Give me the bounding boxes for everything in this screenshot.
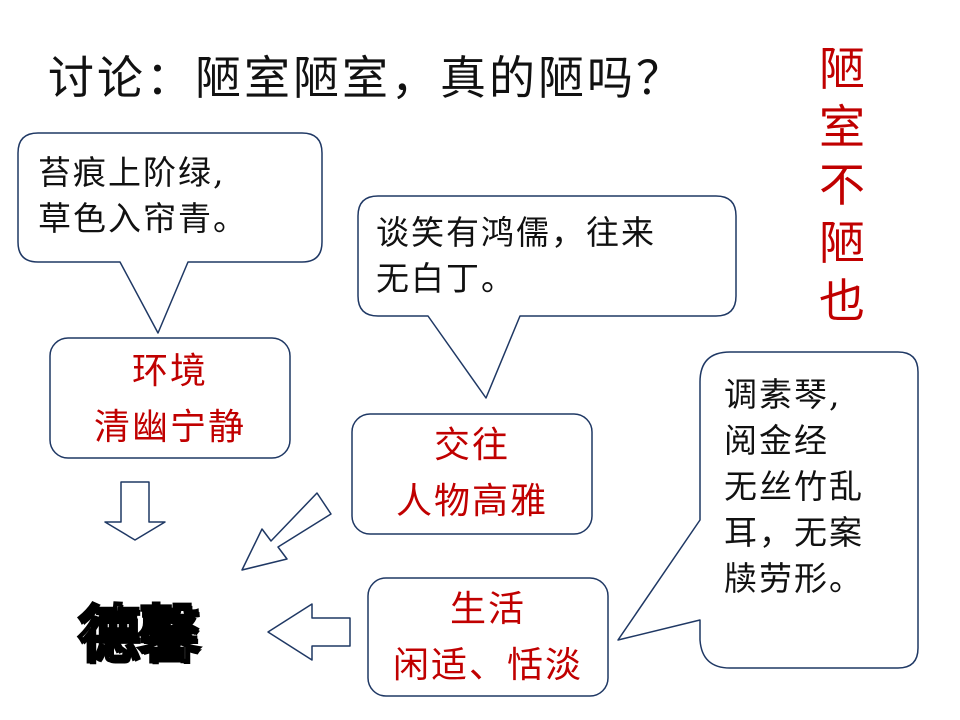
verdict-vertical-text: 陋 室 不 陋 也 <box>812 40 872 330</box>
quote-line: 苔痕上阶绿, <box>38 153 226 192</box>
arrow-diagonal-from-social <box>241 492 332 571</box>
verdict-char: 不 <box>819 158 865 212</box>
quote-line: 调素琴, <box>724 375 842 414</box>
arrow-down-from-environment <box>104 481 166 541</box>
quote-line: 无丝竹乱 <box>724 467 864 506</box>
quote-line: 耳，无案 <box>724 513 864 552</box>
box-heading: 环境 <box>131 351 208 392</box>
quote-line: 阅金经 <box>724 421 829 460</box>
box-detail: 闲适、恬淡 <box>392 645 583 686</box>
box-life: 生活 闲适、恬淡 <box>368 582 608 694</box>
result-virtue-text: 德馨 <box>77 597 202 673</box>
box-life-frame <box>367 577 609 697</box>
verdict-char: 也 <box>819 274 865 328</box>
box-heading: 交往 <box>433 425 510 466</box>
page-title: 讨论：陋室陋室，真的陋吗？ <box>48 51 685 105</box>
box-social: 交往 人物高雅 <box>352 418 592 530</box>
quote-line: 无白丁。 <box>376 259 516 298</box>
quote-line: 谈笑有鸿儒，往来 <box>376 213 656 252</box>
social-quote: 谈笑有鸿儒，往来 无白丁。 <box>376 210 656 302</box>
environment-quote: 苔痕上阶绿, 草色入帘青。 <box>38 150 248 242</box>
box-detail: 人物高雅 <box>395 481 548 522</box>
verdict-char: 室 <box>819 100 865 154</box>
box-heading: 生活 <box>449 589 526 630</box>
arrow-left-from-life <box>267 603 351 661</box>
callout-bubble-social <box>357 195 737 399</box>
quote-line: 牍劳形。 <box>724 559 864 598</box>
box-detail: 清幽宁静 <box>93 407 246 448</box>
quote-line: 草色入帘青。 <box>38 199 248 238</box>
callout-bubble-environment <box>17 132 323 334</box>
box-social-frame <box>351 413 593 535</box>
verdict-char: 陋 <box>819 42 865 96</box>
box-environment-frame <box>49 337 291 459</box>
box-environment: 环境 清幽宁静 <box>50 344 290 456</box>
verdict-char: 陋 <box>819 216 865 270</box>
life-quote: 调素琴, 阅金经 无丝竹乱 耳，无案 牍劳形。 <box>724 372 864 602</box>
callout-bubble-life <box>617 351 919 669</box>
